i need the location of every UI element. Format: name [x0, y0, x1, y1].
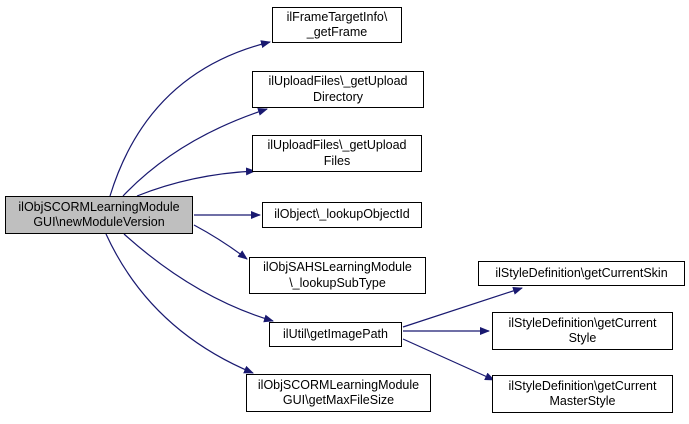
node-label-line: Files	[323, 153, 351, 168]
node-label-line: Style	[568, 331, 597, 345]
node-getCurrentSkin[interactable]: ilStyleDefinition\getCurrentSkin	[478, 261, 685, 286]
node-label-line: \_lookupSubType	[289, 275, 386, 290]
node-getImagePath[interactable]: ilUtil\getImagePath	[269, 322, 402, 347]
node-label-line: ilStyleDefinition\getCurrentSkin	[495, 265, 668, 280]
edge-newModuleVersion-getUploadDirectory	[122, 107, 268, 197]
node-label-line: ilFrameTargetInfo\	[286, 9, 388, 24]
node-label-line: ilObject\_lookupObjectId	[274, 207, 410, 222]
node-label-line: ilUtil\getImagePath	[283, 326, 388, 341]
node-label-line: ilObjSCORMLearningModule	[257, 377, 420, 392]
edge-newModuleVersion-getUploadFiles	[136, 167, 256, 197]
node-label-line: ilObjSAHSLearningModule	[263, 260, 412, 275]
edge-newModuleVersion-getFrame	[109, 40, 271, 197]
node-label-line: ilUploadFiles\_getUpload	[267, 138, 407, 153]
node-label-line: ilStyleDefinition\getCurrent	[508, 315, 657, 330]
node-lookupObjectId[interactable]: ilObject\_lookupObjectId	[262, 202, 422, 228]
node-label-line: MasterStyle	[549, 394, 616, 408]
node-label-line: ilStyleDefinition\getCurrent	[508, 378, 657, 393]
node-getFrame[interactable]: ilFrameTargetInfo\_getFrame	[272, 7, 402, 43]
node-label-line: _getFrame	[306, 25, 368, 39]
node-label-line: ilObjSCORMLearningModule	[18, 199, 180, 214]
edge-newModuleVersion-getMaxFileSize	[105, 233, 254, 374]
node-label-line: Directory	[312, 89, 363, 104]
node-label-line: GUI\getMaxFileSize	[282, 393, 395, 407]
edge-newModuleVersion-lookupSubType	[193, 224, 248, 260]
node-label-line: ilUploadFiles\_getUpload	[268, 74, 408, 89]
node-lookupSubType[interactable]: ilObjSAHSLearningModule\_lookupSubType	[249, 257, 426, 294]
node-label-line: GUI\newModuleVersion	[33, 215, 165, 229]
